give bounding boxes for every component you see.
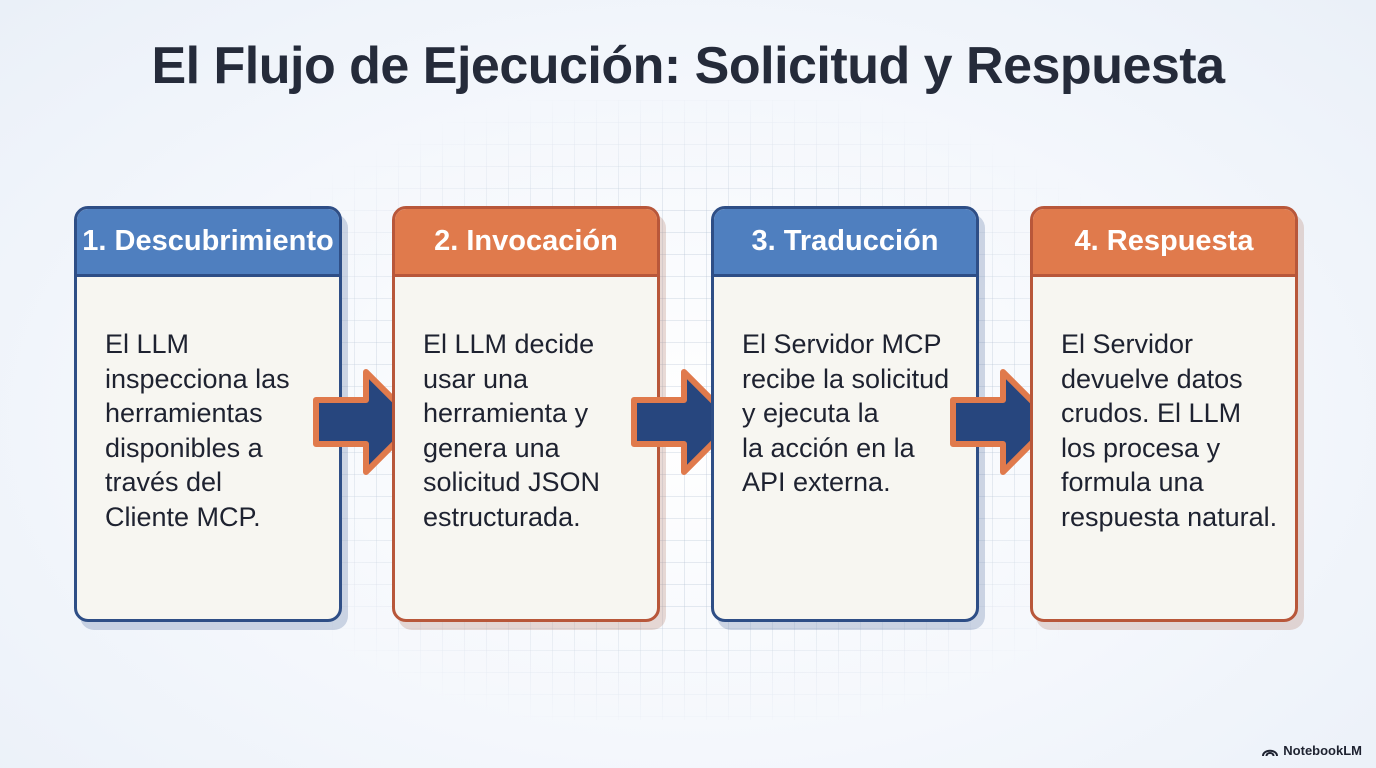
watermark-text: NotebookLM [1283,743,1362,758]
step-description: El LLM inspecciona las herramientas disp… [105,329,290,532]
step-description: El Servidor devuelve datos crudos. El LL… [1061,329,1278,532]
arrow-right-icon [313,369,419,475]
step-heading: 3. Traducción [714,209,976,277]
step-card-traduccion: 3. Traducción El Servidor MCP recibe la … [711,206,979,622]
step-description: El LLM decide usar una herramienta y gen… [423,329,601,532]
step-heading: 2. Invocación [395,209,657,277]
step-description: El Servidor MCP recibe la solicitud y ej… [742,329,950,497]
step-heading: 4. Respuesta [1033,209,1295,277]
arrow-right-icon [631,369,737,475]
watermark: NotebookLM [1262,743,1362,758]
step-card-descubrimiento: 1. Descubrimiento El LLM inspecciona las… [74,206,342,622]
step-card-invocacion: 2. Invocación El LLM decide usar una her… [392,206,660,622]
arrow-right-icon [950,369,1056,475]
page-title: El Flujo de Ejecución: Solicitud y Respu… [151,37,1225,95]
step-card-respuesta: 4. Respuesta El Servidor devuelve datos … [1030,206,1298,622]
notebooklm-logo-icon [1262,749,1279,756]
step-heading: 1. Descubrimiento [77,209,339,277]
